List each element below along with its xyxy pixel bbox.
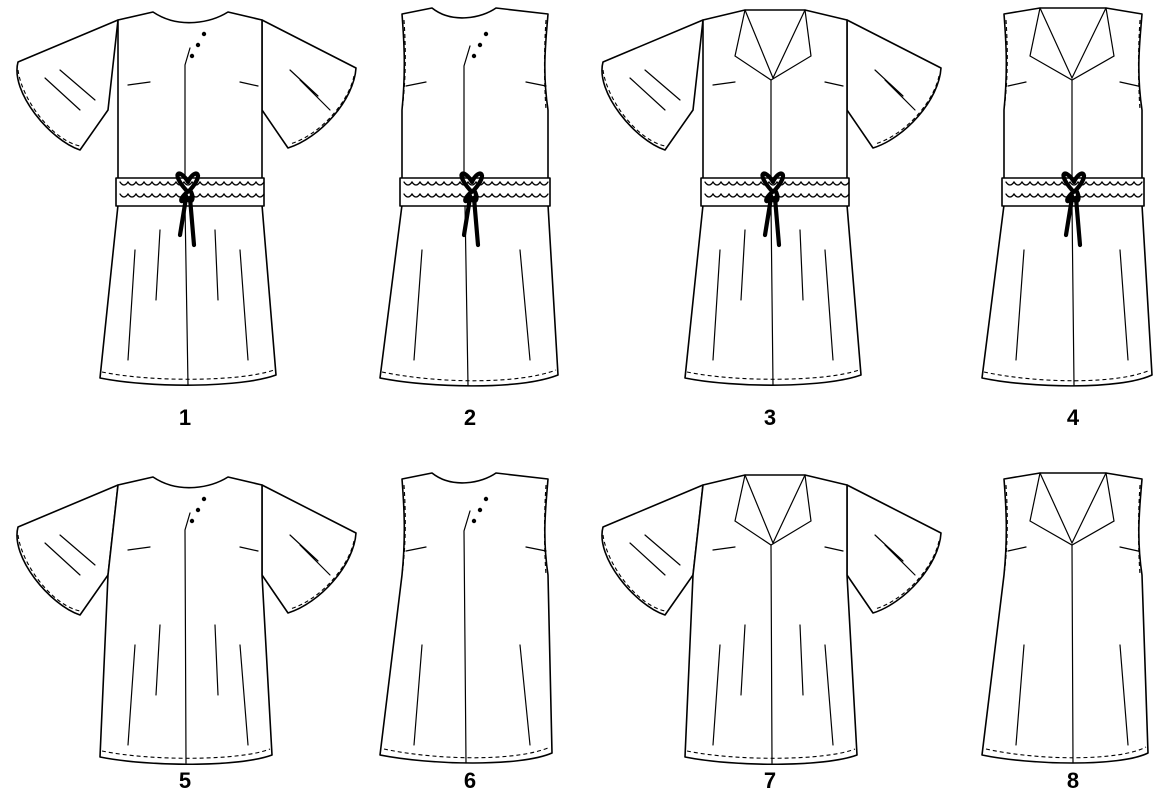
garment-4: 4 (960, 0, 1166, 430)
variant-label-6: 6 (463, 768, 477, 793)
variant-label-5: 5 (178, 768, 192, 793)
garment-3: 3 (585, 0, 965, 430)
garment-8: 8 (960, 465, 1166, 793)
garment-1: 1 (0, 0, 380, 430)
garment-drawing-6 (379, 472, 553, 764)
garment-drawing-8 (981, 472, 1149, 764)
garment-2: 2 (360, 0, 580, 430)
variant-label-3: 3 (763, 405, 777, 430)
garment-drawing-7 (601, 474, 942, 765)
garment-drawing-3 (601, 9, 942, 386)
garment-drawing-4 (981, 7, 1153, 387)
garment-5: 5 (0, 465, 380, 793)
variant-label-2: 2 (463, 405, 477, 430)
garment-drawing-1 (16, 11, 357, 386)
variant-label-4: 4 (1066, 405, 1080, 430)
variant-label-1: 1 (178, 405, 192, 430)
garment-drawing-5 (16, 476, 357, 765)
variant-label-8: 8 (1066, 768, 1080, 793)
garment-6: 6 (360, 465, 580, 793)
variant-label-7: 7 (763, 768, 777, 793)
garment-7: 7 (585, 465, 965, 793)
garment-drawing-2 (379, 7, 559, 387)
